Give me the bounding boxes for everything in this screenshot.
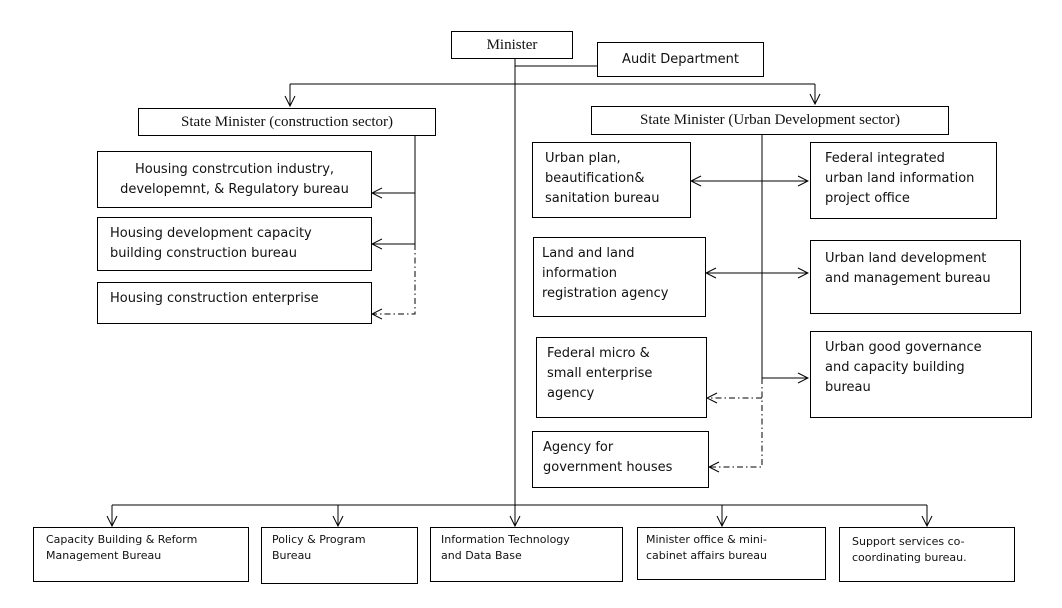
urban-land-development-box: Urban land development and management bu…: [810, 240, 1021, 314]
housing-capacity-bureau-box: Housing development capacity building co…: [97, 217, 372, 271]
federal-micro-enterprise-box: Federal micro & small enterprise agency: [536, 337, 707, 418]
housing-industry-bureau-box: Housing constrcution industry, developem…: [97, 151, 372, 208]
state-minister-construction-box: State Minister (construction sector): [138, 108, 436, 136]
it-database-box: Information Technology and Data Base: [430, 527, 623, 582]
urban-governance-bureau-box: Urban good governance and capacity build…: [810, 331, 1032, 418]
minister-office-bureau-box: Minister office & mini- cabinet affairs …: [637, 527, 826, 580]
audit-department-box: Audit Department: [597, 42, 764, 77]
state-minister-urban-box: State Minister (Urban Development sector…: [591, 106, 949, 135]
line-construction-dashed: [372, 244, 416, 314]
land-registration-agency-box: Land and land information registration a…: [533, 237, 706, 317]
capacity-reform-bureau-box: Capacity Building & Reform Management Bu…: [33, 527, 249, 582]
minister-box: Minister: [451, 31, 573, 59]
government-houses-agency-box: Agency for government houses: [532, 431, 709, 488]
urban-plan-bureau-box: Urban plan, beautification& sanitation b…: [532, 142, 691, 218]
support-services-bureau-box: Support services co- coordinating bureau…: [839, 527, 1015, 582]
policy-program-bureau-box: Policy & Program Bureau: [261, 527, 418, 584]
federal-land-info-office-box: Federal integrated urban land informatio…: [810, 142, 997, 219]
housing-enterprise-box: Housing construction enterprise: [97, 282, 372, 324]
line-urban-dashed-down: [709, 378, 763, 467]
